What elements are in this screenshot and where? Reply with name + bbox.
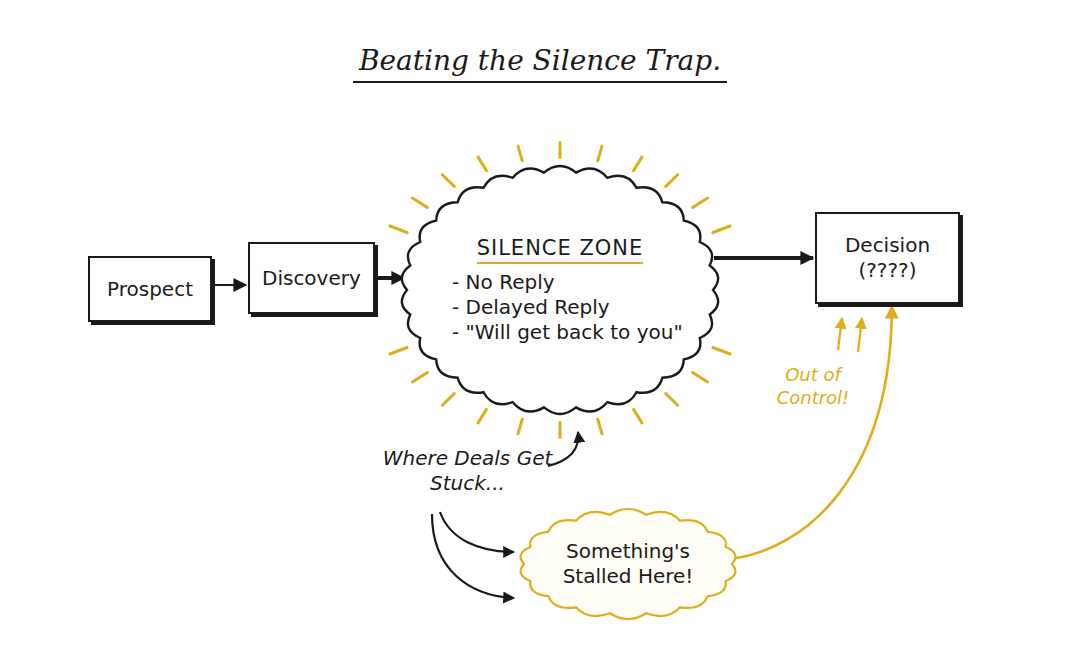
highlight-rays bbox=[390, 143, 730, 438]
node-text: - Delayed Reply bbox=[452, 295, 610, 320]
highlight-ray bbox=[559, 143, 562, 158]
cloud-outline bbox=[521, 509, 736, 619]
highlight-ray bbox=[634, 157, 642, 171]
highlight-ray bbox=[412, 373, 427, 382]
node-title: SILENCE ZONE bbox=[477, 235, 644, 263]
connector-arrow bbox=[376, 276, 404, 280]
highlight-ray bbox=[478, 409, 486, 423]
highlight-ray bbox=[693, 373, 708, 382]
highlight-ray bbox=[598, 419, 602, 434]
connector-arrow bbox=[714, 256, 813, 260]
highlight-ray bbox=[559, 423, 562, 438]
cloud-outline bbox=[400, 165, 720, 415]
node-text: - "Will get back to you" bbox=[452, 320, 683, 345]
accent-arrow bbox=[858, 318, 862, 352]
node-title: Prospect bbox=[107, 277, 193, 302]
highlight-ray bbox=[442, 394, 454, 406]
connector-arrow bbox=[213, 284, 246, 286]
node-title: Decision bbox=[845, 233, 930, 258]
node-text: (????) bbox=[858, 258, 916, 283]
highlight-ray bbox=[713, 348, 730, 355]
note-label: Out of Control! bbox=[768, 364, 858, 409]
highlight-ray bbox=[666, 175, 678, 187]
highlight-ray bbox=[598, 146, 602, 161]
cloud-shape: SILENCE ZONE - No Reply- Delayed Reply- "… bbox=[400, 165, 720, 415]
highlight-ray bbox=[442, 175, 454, 187]
node-title: Something's Stalled Here! bbox=[556, 539, 700, 589]
accent-arrow bbox=[838, 318, 842, 350]
highlight-ray bbox=[518, 419, 522, 434]
leader-arrow bbox=[440, 512, 514, 552]
note-label: Where Deals Get Stuck... bbox=[380, 446, 555, 496]
cloud-shape: Something's Stalled Here! bbox=[518, 508, 738, 620]
process-box: Prospect bbox=[88, 256, 212, 322]
highlight-ray bbox=[412, 198, 427, 207]
highlight-ray bbox=[390, 348, 407, 355]
highlight-ray bbox=[693, 198, 708, 207]
process-box: Decision(????) bbox=[815, 212, 960, 304]
leader-arrow bbox=[432, 514, 514, 598]
highlight-ray bbox=[666, 394, 678, 406]
cloud-outline bbox=[402, 166, 718, 414]
node-text: - No Reply bbox=[452, 270, 555, 295]
leader-arrow bbox=[548, 432, 578, 466]
process-box: Discovery bbox=[248, 242, 375, 314]
connector-arrow bbox=[734, 306, 892, 558]
highlight-ray bbox=[634, 409, 642, 423]
highlight-ray bbox=[713, 226, 730, 233]
highlight-ray bbox=[518, 146, 522, 161]
diagram-title: Beating the Silence Trap. bbox=[0, 44, 1080, 77]
node-title: Discovery bbox=[262, 266, 361, 291]
highlight-ray bbox=[478, 157, 486, 171]
highlight-ray bbox=[390, 226, 407, 233]
